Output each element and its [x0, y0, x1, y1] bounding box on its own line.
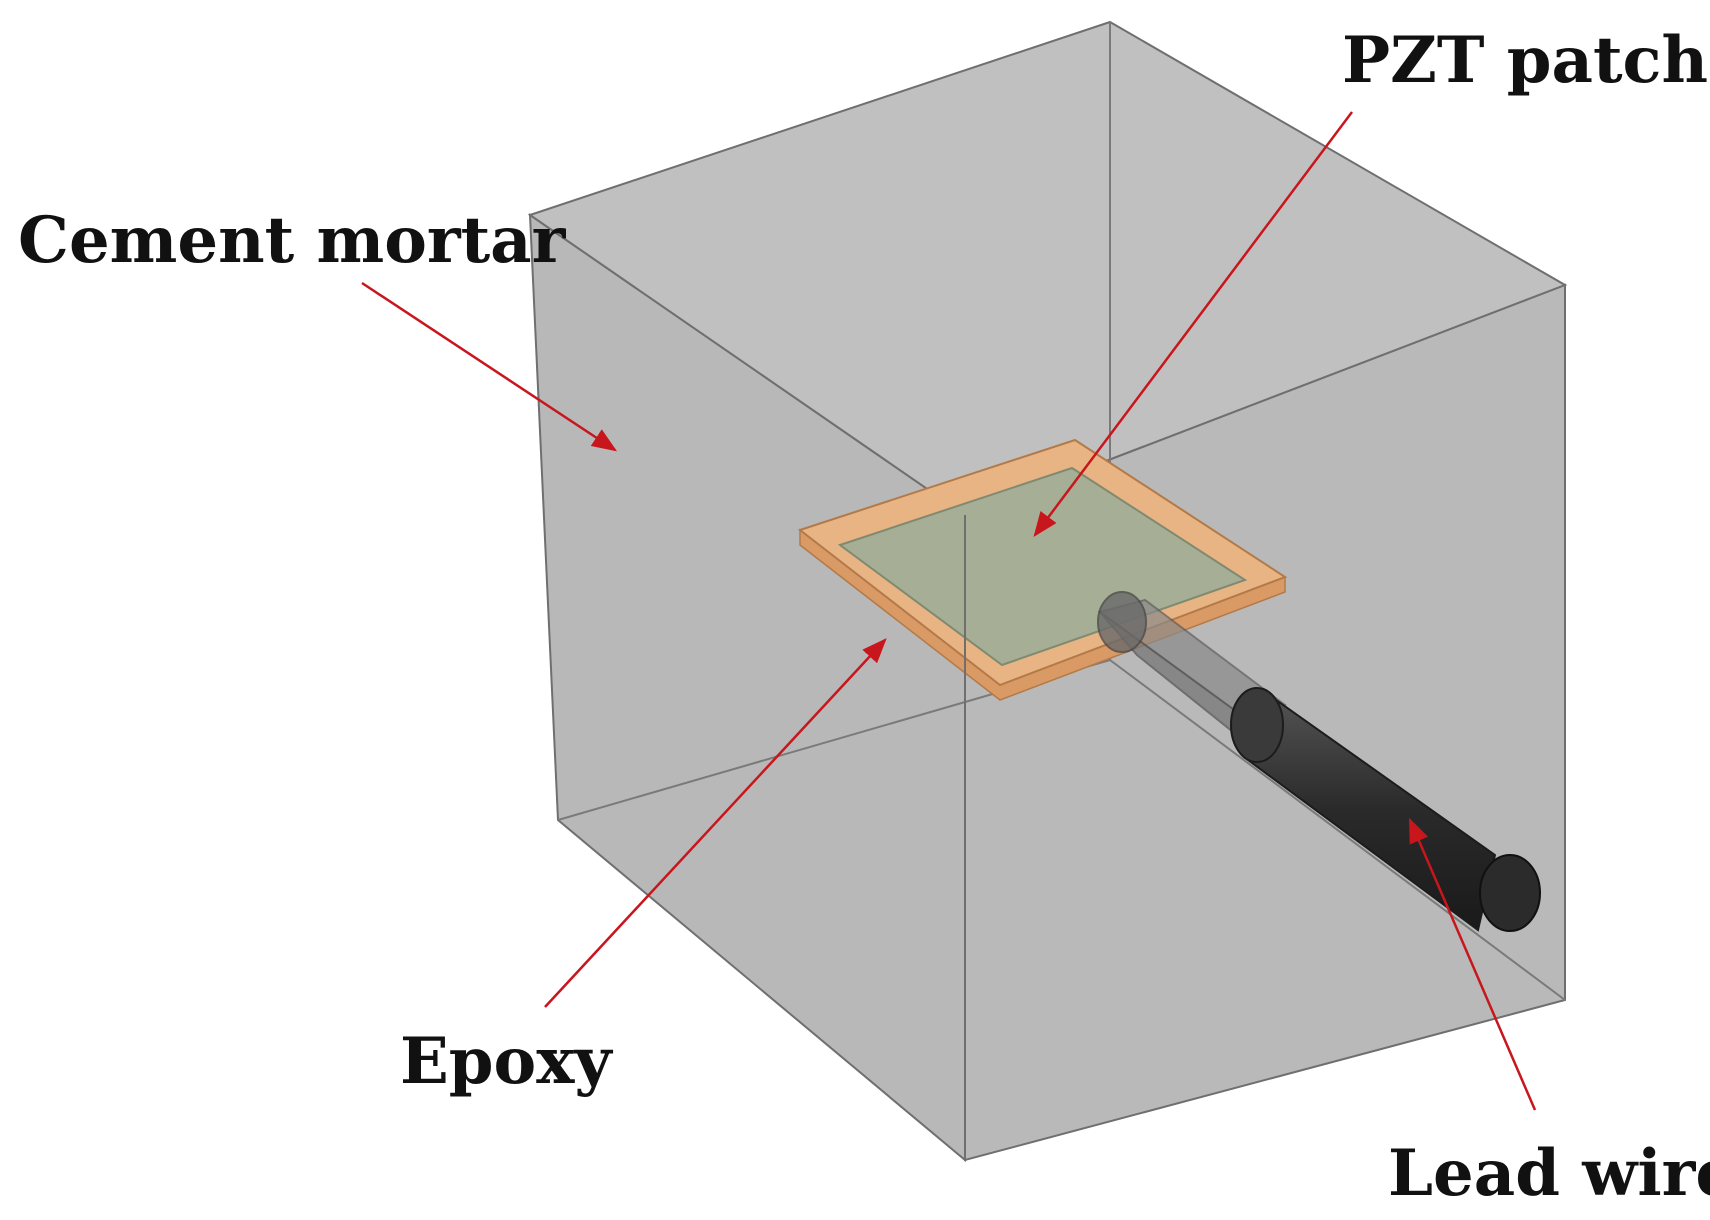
lead-wire-arrow	[1408, 817, 1537, 1111]
lead-wire-ring	[1230, 687, 1284, 763]
label-pzt-patch: PZT patch	[1342, 23, 1708, 98]
lead-wire-embedded-end	[1097, 591, 1147, 653]
pzt-patch	[837, 466, 1248, 667]
label-cement-mortar: Cement mortar	[18, 203, 567, 278]
label-epoxy: Epoxy	[400, 1024, 613, 1099]
lead-wire-tip	[1479, 854, 1541, 932]
pzt-patch-arrow	[1033, 111, 1354, 538]
epoxy-arrow	[544, 638, 887, 1008]
cube-top-face	[527, 20, 1568, 517]
cement-mortar-arrow	[361, 281, 618, 452]
label-lead-wire: Lead wire	[1388, 1136, 1710, 1211]
lead-wire	[1097, 591, 1541, 932]
cube-hidden-edge	[1109, 659, 1566, 1001]
